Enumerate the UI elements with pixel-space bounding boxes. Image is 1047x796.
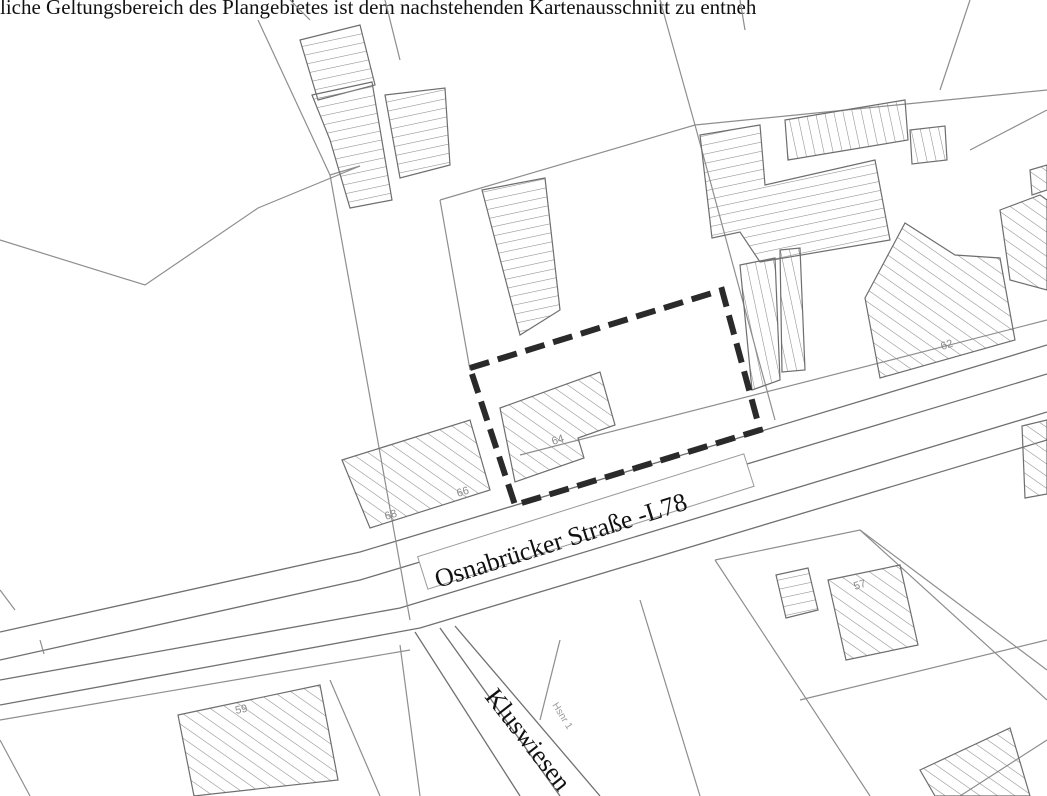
small-label: Hsnr 1 — [549, 701, 574, 732]
house-number-57: 57 — [852, 578, 867, 593]
main-road — [0, 344, 1047, 706]
house-number-66: 66 — [455, 485, 470, 500]
outbuildings — [299, 24, 948, 619]
street-name-side: Kluswiesen — [479, 683, 577, 796]
side-road — [414, 625, 601, 796]
house-number-64: 64 — [550, 433, 565, 448]
house-number-62: 62 — [939, 338, 954, 353]
caption-text: liche Geltungsbereich des Plangebietes i… — [0, 0, 757, 19]
house-number-68: 68 — [383, 508, 398, 523]
house-number-59: 59 — [234, 703, 248, 717]
buildings — [177, 164, 1047, 796]
street-labels: Osnabrücker Straße -L78 Kluswiesen — [417, 453, 755, 796]
plan-area-boundary — [466, 286, 764, 509]
